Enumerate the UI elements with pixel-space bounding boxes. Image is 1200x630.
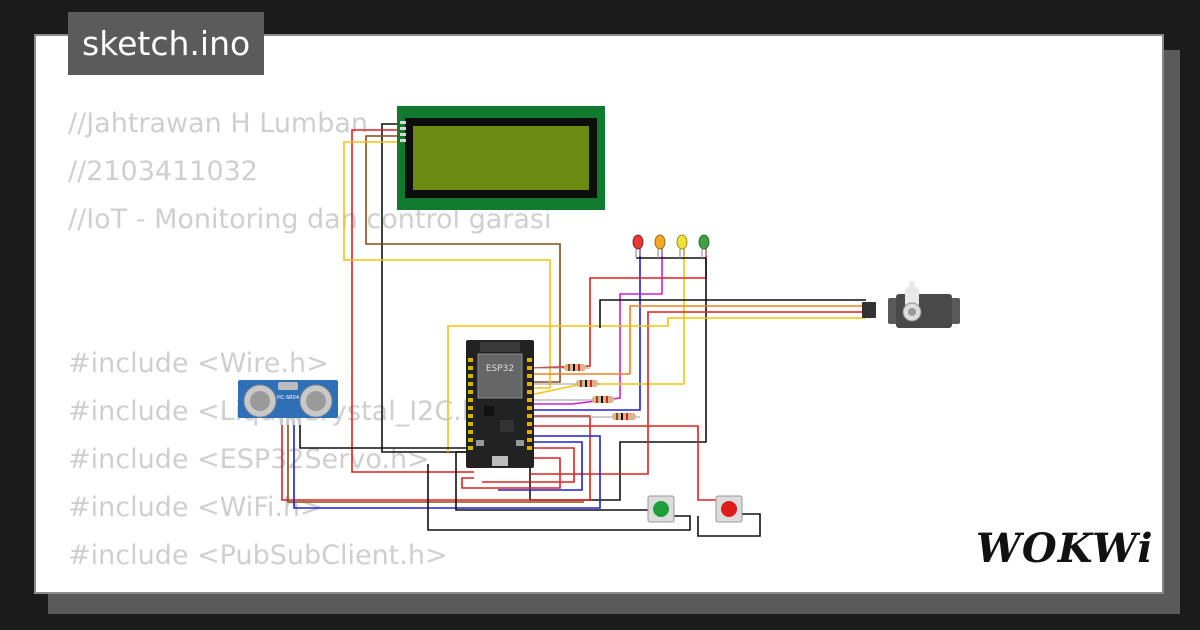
wire-misc-red-2 — [482, 447, 575, 483]
code-line: #include <WiFi.h> — [68, 492, 323, 523]
wire-led-green — [529, 248, 707, 369]
wire-led-gnd — [529, 258, 707, 501]
wire-servo-vcc — [530, 311, 866, 475]
code-line: //2103411032 — [68, 156, 258, 187]
esp32-label: ESP32 — [486, 364, 514, 374]
wire-misc-blue — [498, 441, 583, 491]
ultrasonic-sensor[interactable]: HC-SR04 — [238, 380, 338, 425]
wire-servo-gnd — [447, 317, 866, 452]
resistor[interactable] — [530, 396, 614, 403]
wire-servo-signal — [530, 305, 866, 375]
wire-lcd-vcc — [351, 129, 474, 473]
wire-btn-green-2 — [427, 464, 691, 531]
wire-misc-red — [461, 457, 561, 489]
esp32-board[interactable]: ESP32 — [466, 340, 534, 468]
resistor[interactable] — [530, 364, 590, 371]
servo-motor[interactable] — [862, 281, 960, 328]
wire-servo-black — [599, 299, 866, 328]
wire-btn-red — [530, 425, 718, 501]
wire-led-orange — [530, 248, 663, 405]
led-red[interactable] — [632, 234, 644, 258]
wire-us-trig — [287, 424, 584, 503]
lcd-display[interactable] — [397, 106, 605, 210]
wokwi-logo: WOKWi — [976, 525, 1154, 572]
led-green[interactable] — [698, 234, 710, 258]
wire-us-gnd — [299, 424, 474, 449]
code-preview: //Jahtrawan H Lumban //2103411032 //IoT … — [68, 100, 552, 580]
wire-lcd-scl — [343, 141, 551, 389]
led-orange[interactable] — [654, 234, 666, 258]
led-yellow[interactable] — [676, 234, 688, 258]
wire-btn-red-2 — [697, 513, 761, 537]
code-line: //Jahtrawan H Lumban — [68, 108, 369, 139]
code-line: #include <Wire.h> — [68, 348, 329, 379]
lcd-pins — [400, 121, 406, 142]
wire-us-echo — [293, 424, 601, 509]
push-button-red[interactable] — [715, 495, 743, 523]
resistors — [530, 364, 640, 420]
servo-horn-icon — [908, 308, 916, 316]
resistor[interactable] — [530, 413, 640, 420]
wire-lcd-sda — [365, 135, 561, 383]
wire-led-red — [530, 248, 641, 411]
wires — [281, 123, 866, 537]
code-line: #include <PubSubClient.h> — [68, 540, 448, 571]
wire-led-yellow — [529, 248, 685, 396]
wire-btn-green — [455, 451, 648, 511]
wire-us-vcc — [281, 415, 591, 501]
push-button-green[interactable] — [647, 495, 675, 523]
file-name-tag[interactable]: sketch.ino — [68, 12, 265, 75]
resistor[interactable] — [530, 380, 600, 387]
code-line: #include <ESP32Servo.h> — [68, 444, 430, 475]
ultrasonic-label: HC-SR04 — [277, 395, 299, 401]
wire-lcd-gnd — [381, 123, 474, 453]
